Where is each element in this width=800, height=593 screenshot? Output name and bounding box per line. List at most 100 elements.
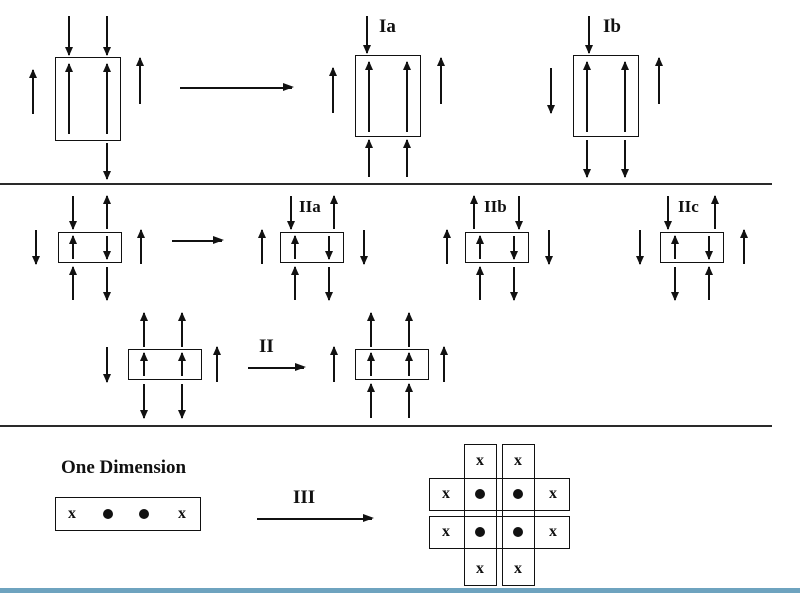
up-spin-arrow-icon	[329, 195, 338, 229]
down-spin-arrow-icon	[31, 230, 40, 265]
up-spin-arrow-icon	[364, 139, 373, 177]
label-state-IIc: IIc	[678, 197, 699, 216]
up-spin-arrow-icon	[64, 63, 73, 134]
lattice-site-x: x	[68, 505, 76, 522]
lattice-site-dot-icon	[103, 509, 113, 519]
lattice-site-x: x	[476, 560, 484, 577]
down-spin-arrow-icon	[546, 68, 555, 114]
section-divider	[0, 425, 772, 427]
lattice-site-x: x	[178, 505, 186, 522]
down-spin-arrow-icon	[704, 236, 713, 260]
down-spin-arrow-icon	[635, 230, 644, 265]
up-spin-arrow-icon	[102, 63, 111, 134]
state-IIc-box	[660, 232, 724, 263]
right-arrow-icon	[257, 513, 374, 522]
right-arrow-icon	[248, 362, 306, 371]
up-spin-arrow-icon	[704, 266, 713, 300]
down-spin-arrow-icon	[68, 196, 77, 230]
down-spin-arrow-icon	[102, 236, 111, 260]
state-II-row2-initial-box	[128, 349, 202, 380]
down-spin-arrow-icon	[362, 16, 371, 54]
cross-horizontal-box	[429, 478, 570, 511]
down-spin-arrow-icon	[544, 230, 553, 265]
label-process-III: III	[293, 487, 316, 508]
one-dimension-box	[55, 497, 201, 531]
up-spin-arrow-icon	[136, 229, 145, 264]
up-spin-arrow-icon	[710, 195, 719, 229]
one-dimension-title: One Dimension	[61, 457, 187, 478]
lattice-site-x: x	[442, 523, 450, 540]
up-spin-arrow-icon	[257, 229, 266, 264]
up-spin-arrow-icon	[366, 352, 375, 376]
up-spin-arrow-icon	[290, 235, 299, 259]
down-spin-arrow-icon	[514, 196, 523, 230]
lattice-site-x: x	[514, 452, 522, 469]
down-spin-arrow-icon	[359, 230, 368, 265]
down-spin-arrow-icon	[324, 236, 333, 260]
up-spin-arrow-icon	[404, 312, 413, 347]
up-spin-arrow-icon	[177, 352, 186, 376]
lattice-site-dot-icon	[475, 527, 485, 537]
up-spin-arrow-icon	[475, 266, 484, 300]
up-spin-arrow-icon	[620, 61, 629, 132]
state-IIb-box	[465, 232, 529, 263]
lattice-site-dot-icon	[475, 489, 485, 499]
up-spin-arrow-icon	[739, 229, 748, 264]
up-spin-arrow-icon	[102, 195, 111, 229]
up-spin-arrow-icon	[469, 195, 478, 229]
up-spin-arrow-icon	[68, 266, 77, 300]
state-II-initial-box	[58, 232, 122, 263]
down-spin-arrow-icon	[64, 16, 73, 56]
up-spin-arrow-icon	[404, 352, 413, 376]
lattice-site-x: x	[476, 452, 484, 469]
cross-vertical-box	[464, 444, 497, 586]
down-spin-arrow-icon	[509, 236, 518, 260]
up-spin-arrow-icon	[290, 266, 299, 300]
cross-vertical-box	[502, 444, 535, 586]
down-spin-arrow-icon	[509, 267, 518, 301]
down-spin-arrow-icon	[584, 16, 593, 54]
down-spin-arrow-icon	[582, 140, 591, 178]
up-spin-arrow-icon	[177, 312, 186, 347]
right-arrow-icon	[180, 82, 294, 91]
up-spin-arrow-icon	[582, 61, 591, 132]
up-spin-arrow-icon	[404, 383, 413, 418]
label-state-IIb: IIb	[484, 197, 507, 216]
label-state-IIa: IIa	[299, 197, 321, 216]
lattice-site-x: x	[549, 523, 557, 540]
lattice-site-dot-icon	[513, 527, 523, 537]
up-spin-arrow-icon	[28, 69, 37, 114]
down-spin-arrow-icon	[102, 143, 111, 180]
up-spin-arrow-icon	[135, 57, 144, 104]
down-spin-arrow-icon	[324, 267, 333, 301]
down-spin-arrow-icon	[102, 267, 111, 301]
down-spin-arrow-icon	[286, 196, 295, 230]
bottom-border-line	[0, 588, 800, 593]
up-spin-arrow-icon	[139, 312, 148, 347]
up-spin-arrow-icon	[670, 235, 679, 259]
cross-horizontal-box	[429, 516, 570, 549]
up-spin-arrow-icon	[364, 61, 373, 132]
lattice-site-dot-icon	[139, 509, 149, 519]
up-spin-arrow-icon	[212, 346, 221, 382]
lattice-site-x: x	[549, 485, 557, 502]
up-spin-arrow-icon	[139, 352, 148, 376]
up-spin-arrow-icon	[68, 235, 77, 259]
up-spin-arrow-icon	[328, 67, 337, 113]
down-spin-arrow-icon	[139, 384, 148, 419]
up-spin-arrow-icon	[402, 61, 411, 132]
up-spin-arrow-icon	[475, 235, 484, 259]
label-state-Ib: Ib	[603, 16, 621, 37]
state-IIa-box	[280, 232, 344, 263]
down-spin-arrow-icon	[102, 16, 111, 56]
section-divider	[0, 183, 772, 185]
label-process-II: II	[259, 336, 274, 357]
right-arrow-icon	[172, 235, 224, 244]
down-spin-arrow-icon	[177, 384, 186, 419]
state-Ia-box	[355, 55, 421, 137]
up-spin-arrow-icon	[436, 57, 445, 104]
down-spin-arrow-icon	[663, 196, 672, 230]
state-II-row2-result-box	[355, 349, 429, 380]
up-spin-arrow-icon	[329, 346, 338, 382]
lattice-site-x: x	[514, 560, 522, 577]
